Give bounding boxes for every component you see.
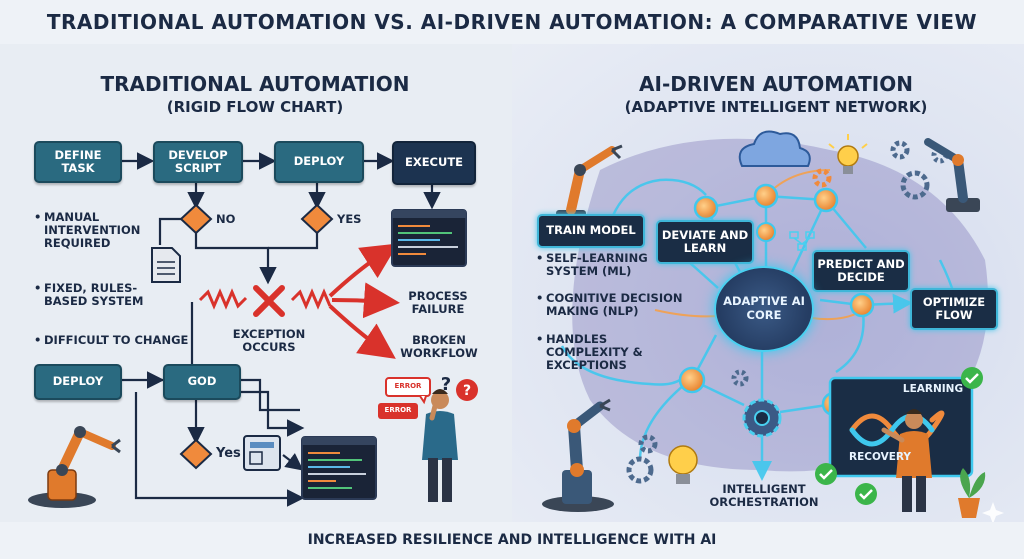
ai-heading: AI-DRIVEN AUTOMATION (639, 72, 913, 96)
deploy-step: DEPLOY (274, 141, 364, 183)
lightbulb-icon (828, 134, 868, 174)
develop-script-step: DEVELOP SCRIPT (153, 141, 243, 183)
network-node (753, 183, 779, 209)
bullet-cognitive: COGNITIVE DECISION MAKING (NLP) (536, 291, 686, 318)
bullet-difficult: DIFFICULT TO CHANGE (34, 333, 204, 347)
network-node (693, 195, 719, 221)
orchestration-label: INTELLIGENT ORCHESTRATION (709, 482, 819, 510)
lightbulb-icon-2 (668, 445, 698, 484)
check-icon-3 (855, 483, 877, 505)
error-bubble-1-text: ERROR (394, 382, 422, 390)
document-icon (151, 247, 181, 283)
bullet-fixed: FIXED, RULES-BASED SYSTEM (34, 281, 148, 308)
central-gear-icon (742, 398, 782, 438)
recovery-label: RECOVERY (848, 451, 912, 463)
decision-diamond-yes2 (179, 438, 213, 470)
train-model-box: TRAIN MODEL (537, 214, 645, 248)
god-step: GOD (163, 364, 241, 400)
error-bubble-2 (378, 403, 418, 419)
robot-arm-left-icon (28, 426, 121, 508)
question-bubble-icon: ? ? (441, 374, 478, 401)
network-node (813, 187, 839, 213)
broken-workflow-label: BROKEN WORKFLOW (400, 333, 478, 361)
process-failure-label: PROCESS FAILURE (408, 289, 468, 317)
code-screen-1 (391, 209, 467, 267)
bullet-self-learning: SELF-LEARNING SYSTEM (ML) (536, 251, 666, 278)
exception-x-icon (253, 285, 285, 317)
execute-step: EXECUTE (392, 141, 476, 185)
check-icon-2 (815, 463, 837, 485)
traditional-heading: TRADITIONAL AUTOMATION (100, 72, 410, 96)
ai-subheading: (ADAPTIVE INTELLIGENT NETWORK) (624, 98, 928, 116)
svg-text:?: ? (441, 374, 451, 395)
decision-yes2-label: Yes (216, 446, 241, 461)
traditional-subheading: (RIGID FLOW CHART) (166, 98, 344, 116)
form-icon (243, 435, 281, 471)
error-bubble-2-text: ERROR (384, 406, 412, 414)
network-node (849, 292, 875, 318)
code-screen-2 (301, 436, 377, 500)
adaptive-ai-core: ADAPTIVE AI CORE (714, 266, 814, 352)
predict-decide-box: PREDICT AND DECIDE (812, 250, 910, 292)
decision-yes-label: YES (337, 212, 362, 226)
exception-label: EXCEPTION OCCURS (232, 327, 306, 355)
person-pointing-icon (881, 409, 932, 512)
network-node (756, 222, 776, 242)
confused-person-icon (422, 389, 458, 502)
decision-diamond-no (179, 203, 213, 235)
decision-no-label: NO (216, 212, 236, 226)
define-task-step: DEFINE TASK (34, 141, 122, 183)
page-title: TRADITIONAL AUTOMATION VS. AI-DRIVEN AUT… (46, 10, 978, 34)
deviate-learn-box: DEVIATE AND LEARN (656, 220, 754, 264)
learning-label: LEARNING (902, 383, 964, 395)
decision-diamond-yes (300, 203, 334, 235)
error-bubble-1 (385, 377, 431, 405)
deploy-step-2: DEPLOY (34, 364, 122, 400)
robot-arm-top-right-icon (924, 138, 980, 212)
check-icon-1 (961, 367, 983, 389)
plant-icon (958, 468, 986, 518)
robot-arm-bottom-left-icon (542, 398, 614, 512)
svg-text:?: ? (463, 383, 471, 399)
footer-bar: INCREASED RESILIENCE AND INTELLIGENCE WI… (0, 522, 1024, 559)
zigzag-right (290, 288, 332, 310)
zigzag-left (198, 288, 248, 310)
footer-text: INCREASED RESILIENCE AND INTELLIGENCE WI… (307, 532, 717, 548)
cloud-icon (738, 130, 811, 167)
bullet-manual: MANUAL INTERVENTION REQUIRED (34, 210, 148, 251)
sparkle-icon (982, 502, 1004, 524)
bullet-complexity: HANDLES COMPLEXITY & EXCEPTIONS (536, 332, 686, 373)
network-node (678, 366, 706, 394)
optimize-flow-box: OPTIMIZE FLOW (910, 288, 998, 330)
network-icon (789, 231, 815, 251)
